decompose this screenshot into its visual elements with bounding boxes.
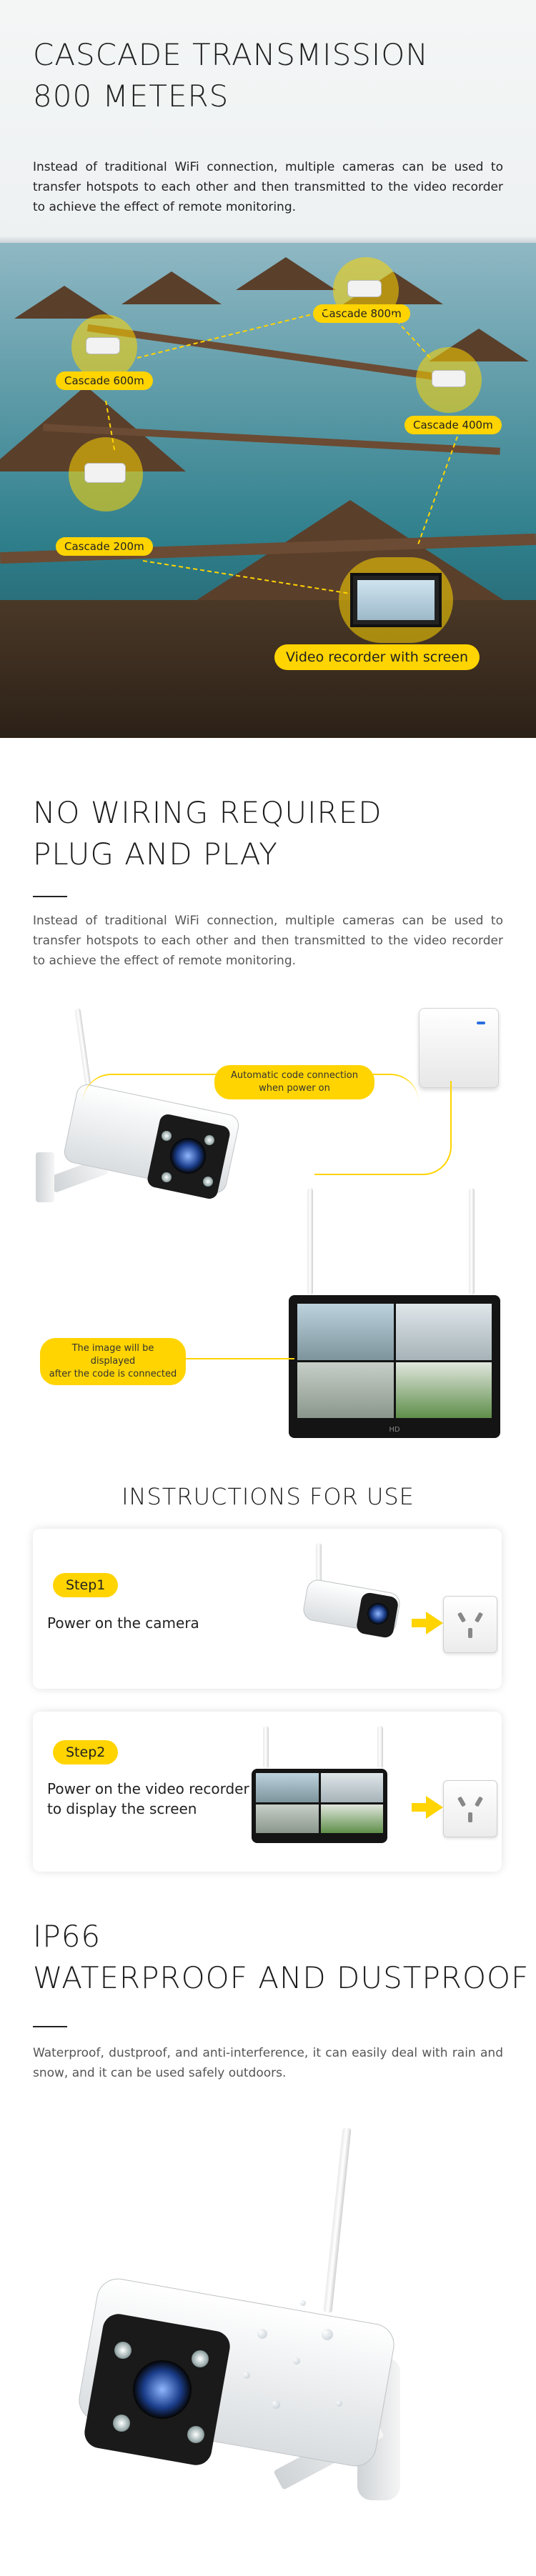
water-drop — [300, 2300, 306, 2306]
cascade-600-label: Cascade 600m — [56, 371, 153, 390]
ir-led — [162, 1131, 172, 1141]
ir-led — [162, 1172, 172, 1182]
waterproof-title: IP66 WATERPROOF AND DUSTPROOF — [33, 1916, 529, 1999]
step1-badge: Step1 — [53, 1573, 119, 1597]
camera-icon — [432, 370, 466, 387]
water-drop — [243, 2372, 250, 2379]
connection-line — [314, 1081, 452, 1175]
power-socket-icon — [443, 1596, 497, 1653]
cascade-title-line1: CASCADE TRANSMISSION — [33, 37, 429, 72]
water-drop — [293, 2357, 300, 2365]
cascade-title-line2: 800 METERS — [33, 79, 229, 114]
instructions-section: INSTRUCTIONS FOR USE Step1 Power on the … — [0, 1472, 536, 1900]
cascade-800-label: Cascade 800m — [313, 304, 410, 323]
ir-led — [203, 1177, 213, 1187]
nvr-antenna — [377, 1726, 383, 1769]
step2-badge: Step2 — [53, 1740, 119, 1764]
recorder-icon — [350, 573, 442, 627]
step1-text: Power on the camera — [47, 1614, 199, 1632]
auto-code-note-line2: when power on — [259, 1083, 330, 1094]
cascade-title: CASCADE TRANSMISSION 800 METERS — [33, 34, 429, 117]
arrow-icon — [426, 1612, 443, 1634]
water-drop — [272, 2400, 280, 2409]
auto-code-note: Automatic code connection when power on — [214, 1065, 374, 1099]
hut-roof — [236, 257, 336, 290]
power-socket-icon — [443, 1780, 497, 1837]
water-drop — [257, 2329, 267, 2339]
camera-lens — [133, 2360, 192, 2419]
cascade-200-label: Cascade 200m — [56, 537, 153, 556]
ir-led — [192, 2350, 209, 2367]
display-note-line1: The image will be displayed — [71, 1343, 154, 1367]
ir-led — [204, 1135, 214, 1145]
connection-line — [173, 1358, 294, 1359]
water-drop — [322, 2329, 333, 2340]
camera-icon — [347, 280, 382, 297]
cascade-description: Instead of traditional WiFi connection, … — [33, 160, 503, 214]
hut-roof — [121, 271, 222, 304]
camera-mount — [36, 1152, 54, 1202]
step1-card: Step1 Power on the camera — [33, 1529, 502, 1689]
hut-roof — [14, 286, 114, 319]
ir-led — [114, 2342, 131, 2359]
step2-text-line2: to display the screen — [47, 1800, 197, 1817]
step2-text: Power on the video recorder to display t… — [47, 1779, 249, 1819]
camera-antenna — [316, 1543, 322, 1593]
plug-title-line1: NO WIRING REQUIRED — [33, 795, 382, 830]
instructions-title: INSTRUCTIONS FOR USE — [121, 1483, 415, 1510]
arrow-icon — [412, 1619, 426, 1627]
ir-led — [113, 2415, 130, 2432]
arrow-icon — [412, 1803, 426, 1812]
arrow-icon — [426, 1796, 443, 1819]
display-note-line2: after the code is connected — [49, 1369, 177, 1379]
camera-lens — [170, 1138, 206, 1174]
step2-card: Step2 Power on the video recorder to dis… — [33, 1712, 502, 1872]
nvr-antenna — [263, 1726, 269, 1769]
camera-antenna — [323, 2127, 352, 2313]
router-icon — [419, 1008, 499, 1088]
step2-text-line1: Power on the video recorder — [47, 1780, 249, 1797]
cascade-400-label: Cascade 400m — [405, 416, 502, 434]
recorder-label: Video recorder with screen — [274, 644, 480, 670]
camera-antenna — [74, 1007, 91, 1087]
video-recorder-screen: HD — [289, 1295, 500, 1438]
plug-description: Instead of traditional WiFi connection, … — [33, 914, 503, 968]
camera-icon — [84, 463, 126, 483]
camera-lens — [367, 1603, 389, 1624]
camera-icon — [86, 337, 120, 354]
water-drop — [336, 2400, 342, 2407]
ir-led — [187, 2426, 204, 2443]
title-rule — [33, 2026, 67, 2027]
nvr-antenna — [469, 1188, 475, 1295]
cascade-section: CASCADE TRANSMISSION 800 METERS Instead … — [0, 0, 536, 738]
title-rule — [33, 896, 67, 897]
plug-play-section: NO WIRING REQUIRED PLUG AND PLAY Instead… — [0, 738, 536, 1504]
waterproof-title-line1: IP66 — [33, 1919, 101, 1954]
nvr-antenna — [307, 1188, 313, 1295]
plug-title: NO WIRING REQUIRED PLUG AND PLAY — [33, 792, 382, 875]
video-recorder-icon — [252, 1769, 387, 1843]
display-note: The image will be displayed after the co… — [40, 1338, 186, 1385]
waterproof-section: IP66 WATERPROOF AND DUSTPROOF Waterproof… — [0, 1900, 536, 2576]
plug-title-line2: PLUG AND PLAY — [33, 837, 278, 872]
waterproof-description: Waterproof, dustproof, and anti-interfer… — [33, 2046, 503, 2080]
auto-code-note-line1: Automatic code connection — [231, 1070, 358, 1081]
waterproof-title-line2: WATERPROOF AND DUSTPROOF — [33, 1960, 530, 1995]
